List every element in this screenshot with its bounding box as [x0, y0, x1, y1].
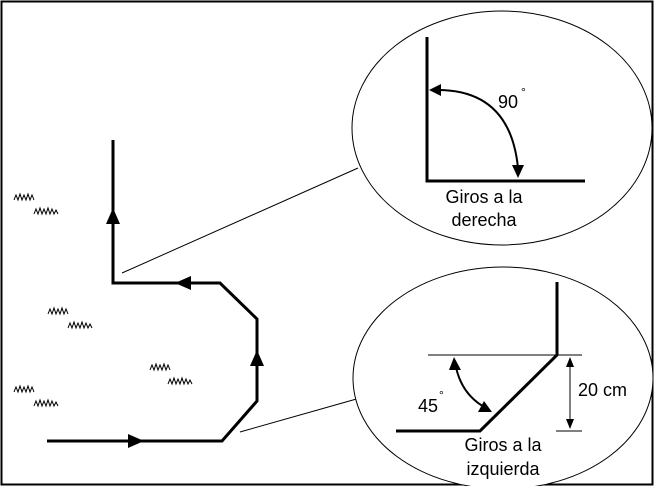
left-turn-corner [396, 282, 559, 433]
left-turn-distance-label: 20 cm [578, 380, 627, 400]
left-turn-caption-line2: izquierda [466, 459, 540, 479]
arrow-head-icon [106, 208, 120, 224]
arrow-head-icon [250, 350, 264, 366]
grass-tuft-icon [13, 384, 59, 408]
arrow-head-icon [429, 84, 441, 96]
arrow-head-icon [566, 357, 574, 367]
arrow-head-icon [128, 434, 144, 448]
left-turn-callout: 20 cm 45 ° Giros a la izquierda [352, 266, 654, 486]
left-turn-caption-line1: Giros a la [464, 435, 542, 455]
arrow-head-icon [478, 401, 492, 412]
grass-tuft-icon [13, 192, 59, 216]
right-turn-angle-arc [433, 88, 519, 169]
right-turn-angle-label: 90 [498, 92, 518, 112]
left-turn-angle-label: 45 [418, 396, 438, 416]
grass-tuft-icon [149, 362, 193, 386]
arrow-head-icon [175, 276, 191, 290]
grass-tuft-icon [47, 306, 93, 330]
left-turn-degree-mark: ° [439, 388, 444, 402]
right-turn-caption-line1: Giros a la [445, 187, 523, 207]
leader-line-right-turn [121, 167, 359, 274]
mowing-path [47, 140, 259, 443]
right-turn-callout: 90 ° Giros a la derecha [351, 10, 653, 246]
arrow-head-icon [566, 419, 574, 429]
arrow-head-icon [512, 165, 524, 178]
arrow-head-icon [449, 357, 461, 370]
right-turn-corner [425, 37, 585, 183]
right-turn-degree-mark: ° [521, 85, 526, 99]
right-turn-caption-line2: derecha [451, 210, 517, 230]
leader-line-left-turn [239, 397, 361, 433]
